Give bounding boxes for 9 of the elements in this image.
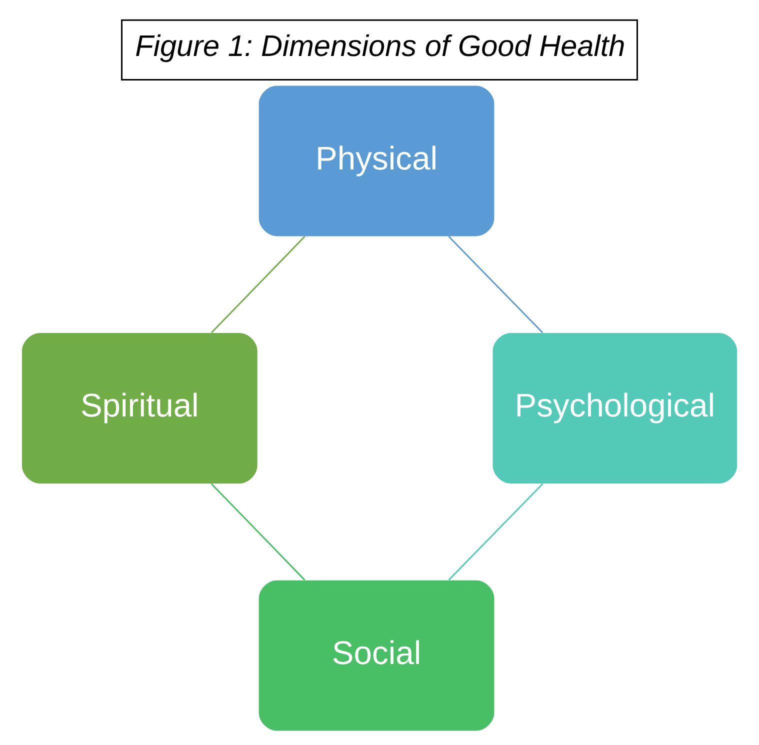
node-box: Spiritual	[22, 333, 258, 484]
node-box: Physical	[258, 86, 494, 236]
connector	[210, 483, 306, 580]
connector	[448, 236, 544, 334]
diagram-title: Figure 1: Dimensions of Good Health	[135, 30, 626, 63]
connector	[211, 236, 306, 334]
node-box: Psychological	[492, 333, 738, 484]
connector	[448, 483, 544, 580]
node-box: Social	[258, 580, 494, 731]
